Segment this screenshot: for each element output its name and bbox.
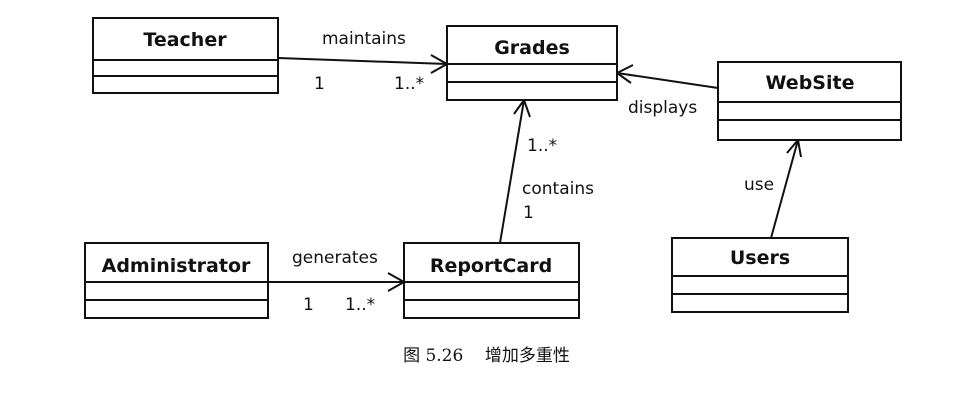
mult-admin-side: 1: [303, 295, 314, 315]
class-name-reportcard: ReportCard: [430, 255, 552, 277]
class-administrator: Administrator: [84, 242, 269, 319]
edge-teacher-grades: [277, 54, 450, 74]
mult-reportcard-side: 1: [523, 203, 534, 223]
label-contains: contains: [522, 179, 594, 199]
figure-caption: 图 5.26 增加多重性: [403, 346, 570, 366]
class-users: Users: [671, 237, 849, 313]
class-name-teacher: Teacher: [143, 29, 227, 51]
class-teacher: Teacher: [92, 17, 279, 94]
mult-teacher-side: 1: [314, 74, 325, 94]
label-displays: displays: [628, 98, 697, 118]
class-grades: Grades: [446, 25, 618, 101]
class-name-users: Users: [730, 247, 790, 269]
edge-website-grades: [615, 64, 719, 89]
label-use: use: [744, 175, 774, 195]
label-maintains: maintains: [322, 29, 406, 49]
mult-grades-side-teacher: 1..*: [394, 74, 424, 94]
edge-admin-reportcard: [268, 272, 407, 292]
mult-grades-side-reportcard: 1..*: [527, 136, 557, 156]
class-website: WebSite: [717, 61, 902, 141]
class-name-grades: Grades: [494, 37, 570, 59]
class-reportcard: ReportCard: [403, 242, 580, 319]
edge-users-website: [770, 137, 802, 239]
mult-reportcard-side-admin: 1..*: [345, 295, 375, 315]
class-name-website: WebSite: [766, 72, 855, 94]
label-generates: generates: [292, 248, 378, 268]
class-name-administrator: Administrator: [102, 255, 251, 277]
